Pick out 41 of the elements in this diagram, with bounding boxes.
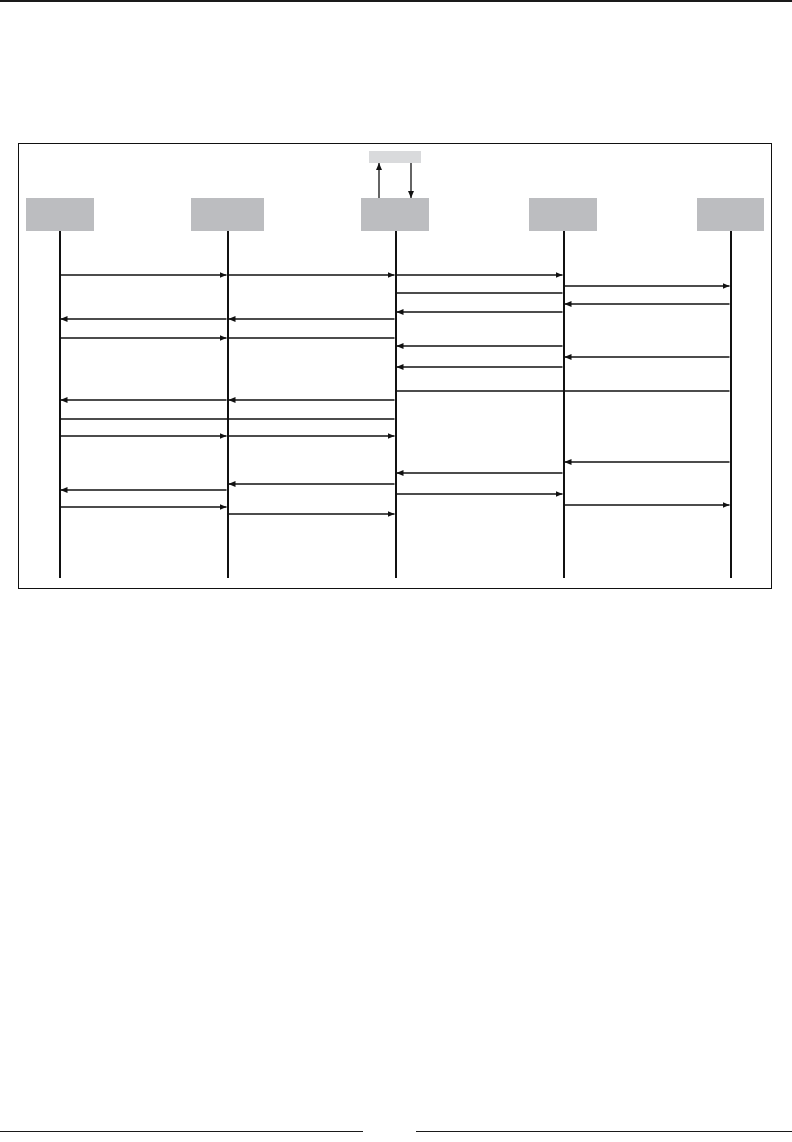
- arrow: [563, 459, 731, 465]
- participant-box: [361, 198, 429, 231]
- arrow: [59, 335, 228, 341]
- arrow: [563, 354, 731, 360]
- lifeline: [394, 231, 397, 578]
- lifeline: [562, 231, 565, 578]
- lifeline: [729, 231, 732, 578]
- arrow: [395, 309, 564, 315]
- connector-line: [395, 292, 564, 294]
- arrow: [59, 433, 228, 439]
- participant-box: [529, 198, 597, 231]
- arrow: [395, 272, 564, 278]
- arrow: [395, 470, 564, 476]
- arrow: [59, 316, 228, 322]
- participant-box: [26, 198, 94, 231]
- arrow: [395, 343, 564, 349]
- arrow: [227, 511, 396, 517]
- arrow: [59, 504, 228, 510]
- arrow: [227, 272, 396, 278]
- arrow: [59, 397, 228, 403]
- arrow: [395, 491, 564, 497]
- arrow: [227, 397, 396, 403]
- arrow: [563, 502, 731, 508]
- external-box: [369, 151, 421, 163]
- arrow: [408, 162, 414, 199]
- arrow: [227, 481, 396, 487]
- lifeline: [226, 231, 229, 578]
- arrow: [59, 272, 228, 278]
- participant-box: [191, 198, 264, 231]
- arrow: [563, 283, 731, 289]
- arrow: [227, 433, 396, 439]
- arrow: [395, 364, 564, 370]
- arrow: [563, 301, 731, 307]
- participant-box: [697, 198, 764, 231]
- arrow: [227, 316, 396, 322]
- connector-line: [227, 337, 396, 339]
- arrow: [376, 162, 382, 199]
- connector-line: [59, 418, 396, 420]
- arrow: [59, 487, 228, 493]
- lifeline: [58, 231, 61, 578]
- connector-line: [395, 390, 731, 392]
